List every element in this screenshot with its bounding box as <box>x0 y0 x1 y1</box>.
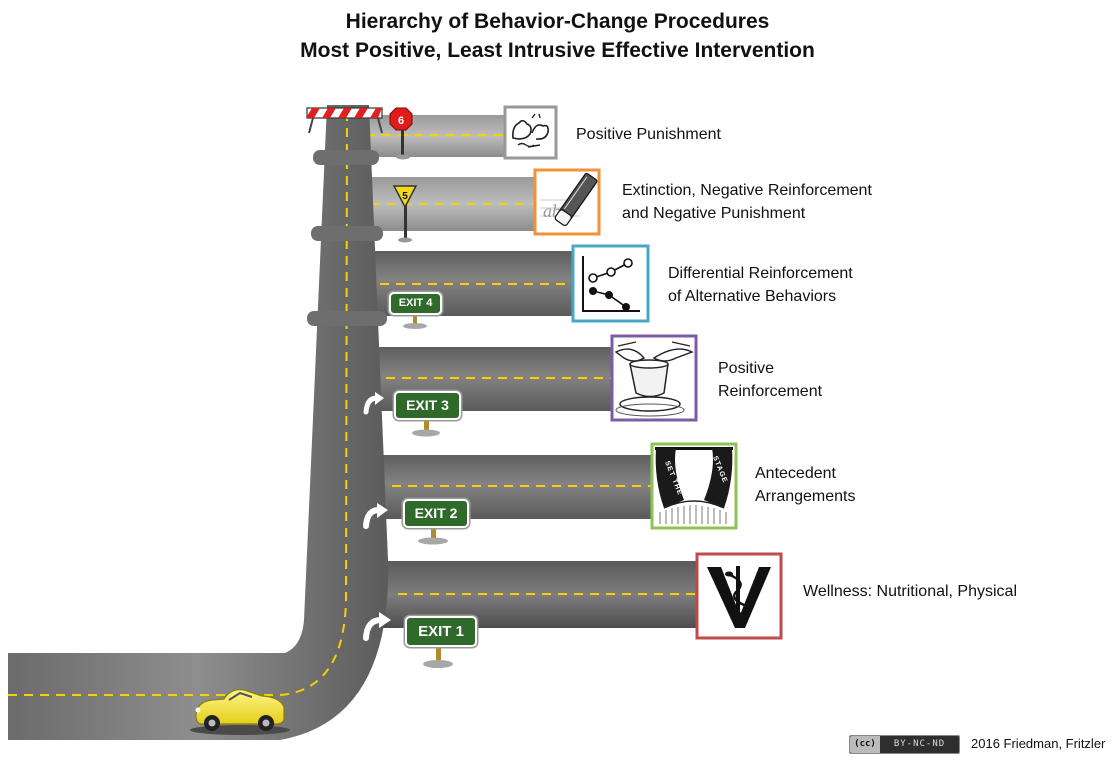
exit-road-5 <box>345 177 545 231</box>
level-2-label-line-1: Antecedent <box>755 465 836 482</box>
road-barrier-icon <box>306 107 383 134</box>
level-3-label-line-1: Positive <box>718 360 775 377</box>
eraser-icon: ab <box>533 168 601 236</box>
overpass-band <box>311 226 383 241</box>
level-2-label: Antecedent Arrangements <box>755 462 856 508</box>
level-5-sign-text: 5 <box>402 191 408 202</box>
license-text: BY-NC-ND <box>893 739 946 749</box>
yellow-car-icon <box>190 689 290 735</box>
main-road <box>8 105 389 740</box>
overpass-band <box>307 311 387 326</box>
pottery-hands-icon <box>610 334 698 422</box>
fighting-animals-icon <box>503 105 558 160</box>
stage-curtain-icon: SET THE STAGE <box>650 442 738 530</box>
level-6-label: Positive Punishment <box>576 123 721 146</box>
diagram-title-line-1: Hierarchy of Behavior-Change Procedures <box>345 10 770 33</box>
level-3-label-line-2: Reinforcement <box>718 383 823 400</box>
diagram-title-line-2: Most Positive, Least Intrusive Effective… <box>300 39 815 62</box>
level-1-label-line-1: Wellness: Nutritional, Physical <box>803 583 1018 600</box>
exit-sign-post <box>423 643 453 668</box>
level-5-sign-icon: 5 <box>392 185 418 243</box>
credit-text: 2016 Friedman, Fritzler <box>971 736 1106 751</box>
cc-logo-icon: (cc) <box>850 736 880 753</box>
level-6-label-line-1: Positive Punishment <box>576 126 721 143</box>
overpass-band <box>313 150 379 165</box>
level-6-sign-text: 6 <box>398 115 404 127</box>
level-2-label-line-2: Arrangements <box>755 488 856 505</box>
level-5-label-line-2: and Negative Punishment <box>622 205 806 222</box>
exit-sign-post <box>403 313 427 329</box>
level-3-label: Positive Reinforcement <box>718 357 822 403</box>
exit-1-sign: EXIT 1 <box>405 616 477 647</box>
caduceus-icon <box>695 552 783 640</box>
turn-right-arrow-icon <box>363 612 391 641</box>
level-6-sign-icon: 6 <box>389 107 413 160</box>
turn-right-arrow-icon <box>363 392 384 415</box>
exit-sign-post <box>418 523 448 545</box>
level-5-label: Extinction, Negative Reinforcement and N… <box>622 179 872 225</box>
turn-right-arrow-icon <box>363 503 388 529</box>
exit-4-sign: EXIT 4 <box>389 292 442 315</box>
license-badge: (cc) BY-NC-ND <box>849 735 960 754</box>
line-graph-icon <box>571 244 650 323</box>
main-road-centerline <box>8 111 348 696</box>
exit-road-4 <box>350 251 584 316</box>
exit-3-sign: EXIT 3 <box>394 391 461 420</box>
level-5-label-line-1: Extinction, Negative Reinforcement <box>622 182 872 199</box>
level-4-label-line-2: of Alternative Behaviors <box>668 288 837 305</box>
level-1-label: Wellness: Nutritional, Physical <box>803 580 1017 603</box>
exit-2-sign: EXIT 2 <box>403 499 469 528</box>
level-4-label-line-1: Differential Reinforcement <box>668 265 853 282</box>
exit-road-1 <box>365 561 707 628</box>
level-4-label: Differential Reinforcement of Alternativ… <box>668 262 853 308</box>
exit-sign-post <box>412 416 440 437</box>
